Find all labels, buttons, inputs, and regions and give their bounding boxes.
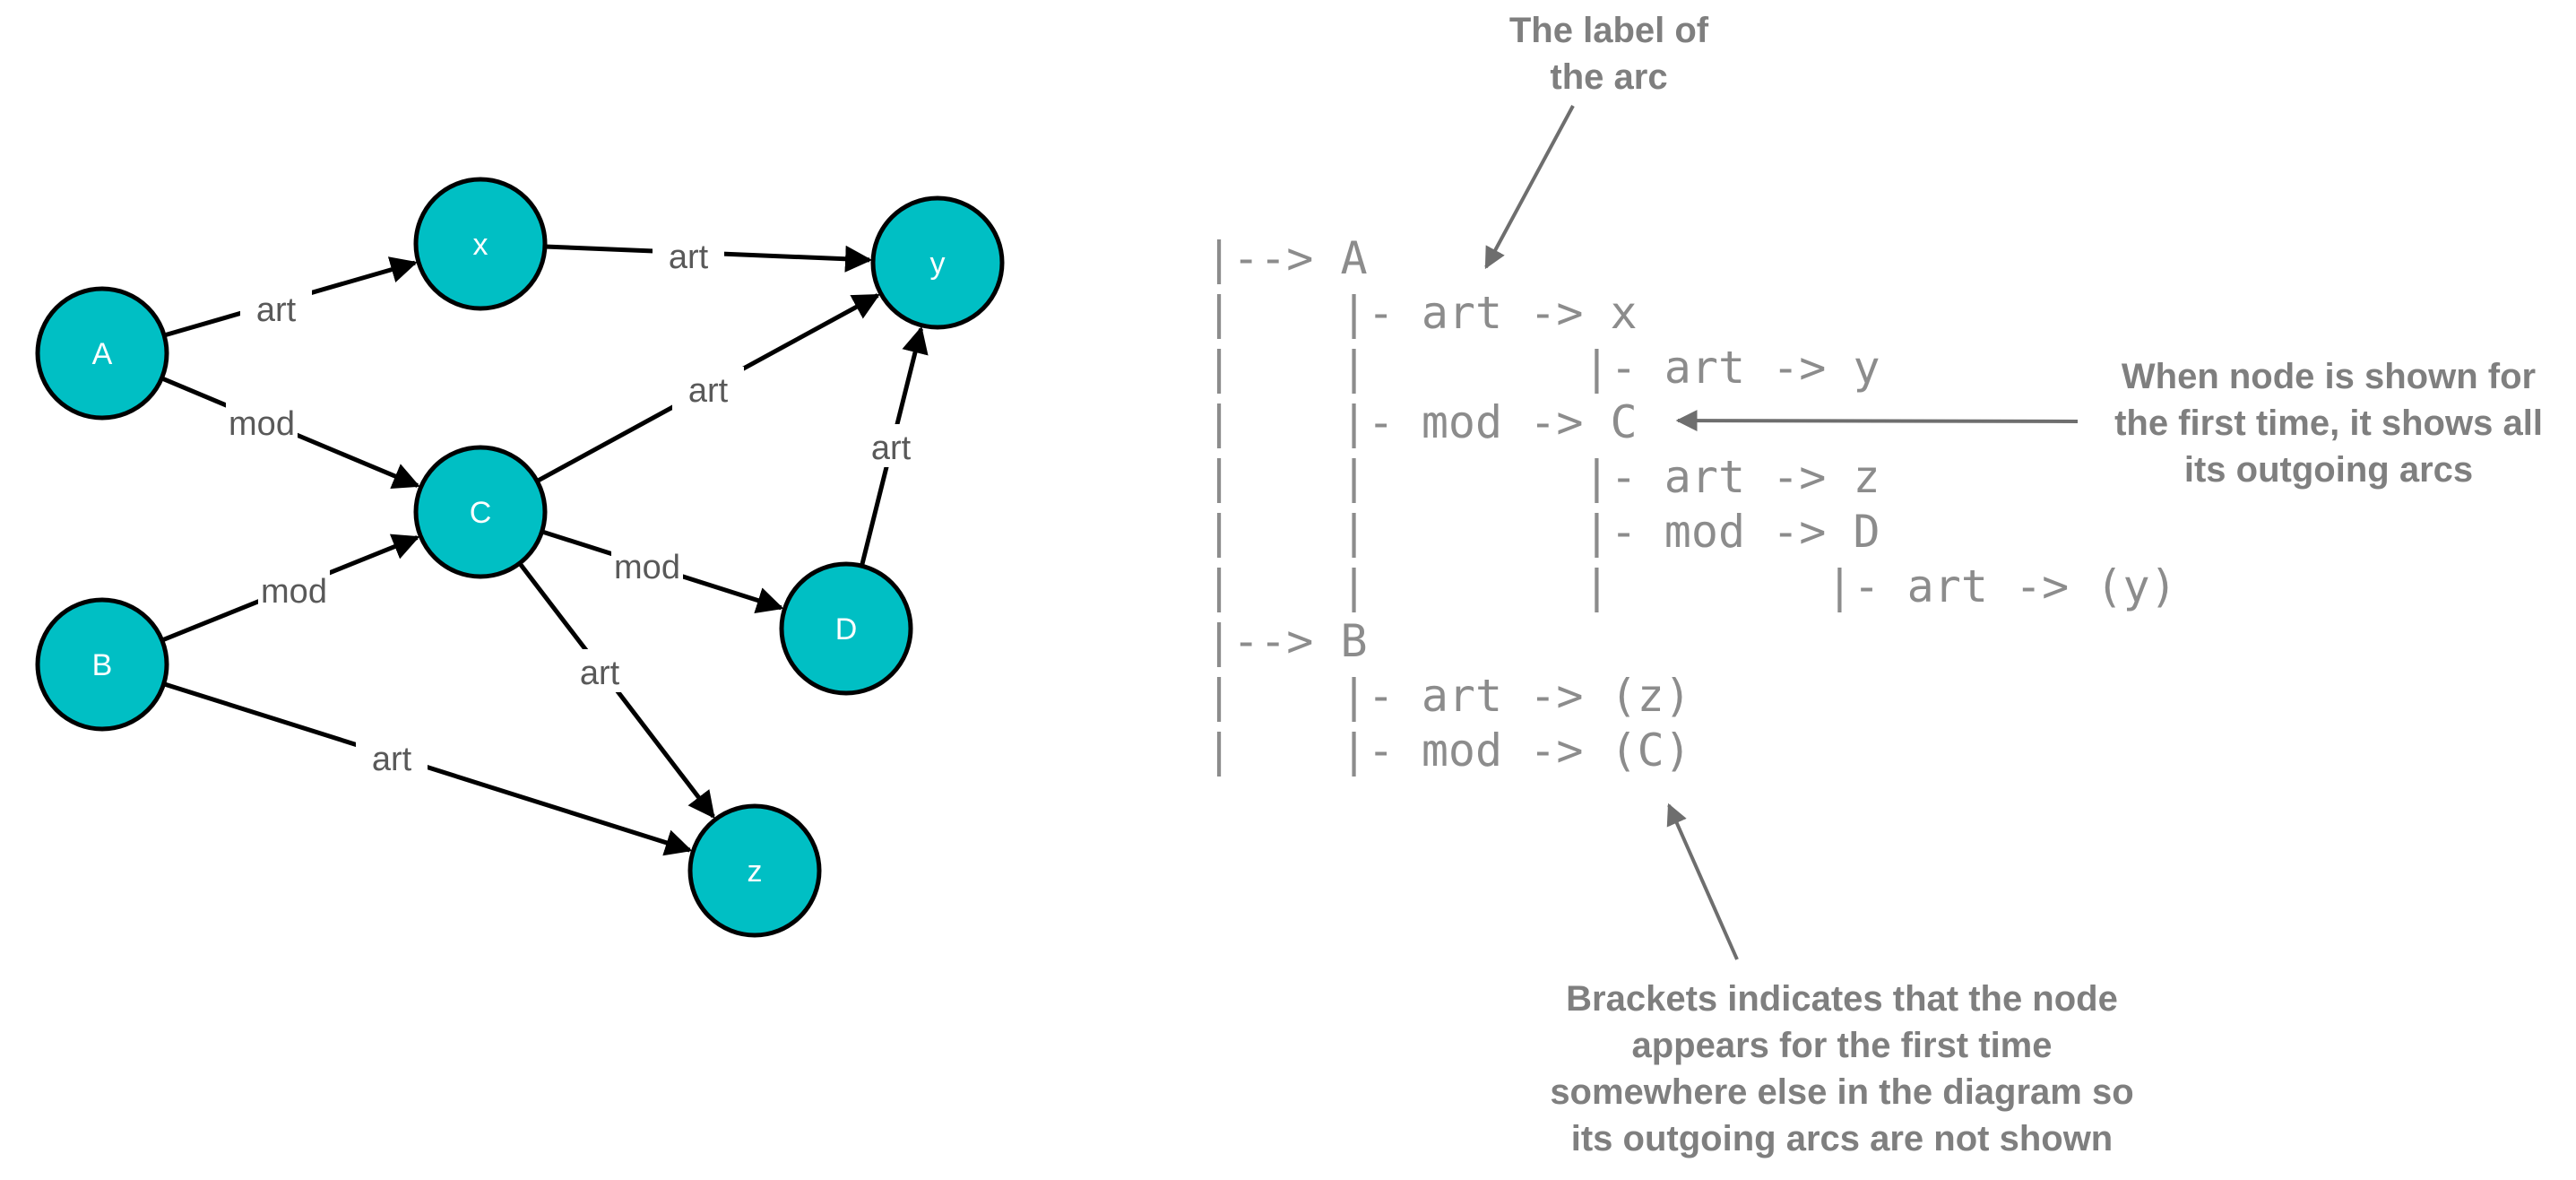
edge-label-D-y: art (871, 429, 912, 467)
node-x (413, 177, 548, 311)
brackets-note-line: somewhere else in the diagram so (1550, 1072, 2133, 1112)
graph-nodes: Ax yC B Dz (35, 177, 1005, 938)
tree-line: | |- mod -> (C) (1206, 724, 1691, 777)
edge-label-C-y: art (688, 372, 729, 410)
graph-edge-labels: art art mod art art mod mod art art (226, 233, 927, 778)
edge-label-background (564, 649, 635, 692)
label-note: The label of the arc (1484, 11, 1709, 270)
node-label-z: z (748, 855, 763, 889)
edge-label-B-z: art (372, 741, 412, 778)
graph-edges (160, 244, 929, 856)
edge-label-C-D: mod (614, 549, 680, 586)
annotations: The label of the arc When node is shown … (1484, 11, 2543, 1158)
edge-label-background (258, 568, 330, 611)
brackets-note-line: Brackets indicates that the node (1566, 979, 2118, 1019)
edge-label-background (356, 735, 428, 778)
tree-line: | |- mod -> C (1206, 396, 1638, 448)
tree-line: | | |- art -> z (1206, 451, 1880, 503)
tree-line: | |- art -> x (1206, 287, 1638, 339)
tree-line: | | |- mod -> D (1206, 506, 1880, 558)
node-label-C: C (470, 496, 492, 530)
node-label-A: A (92, 337, 113, 371)
node-label-B: B (92, 648, 113, 682)
edge-label-background (226, 400, 298, 443)
edge-label-x-y: art (669, 239, 709, 276)
node-y (870, 195, 1005, 330)
edge-label-background (672, 367, 744, 410)
brackets-note-line: its outgoing arcs are not shown (1571, 1119, 2114, 1158)
edge-label-A-C: mod (229, 405, 295, 443)
edge-label-background (240, 286, 312, 329)
edge-label-background (653, 233, 724, 276)
tree-listing: |--> A | |- art -> x | | |- art -> y | |… (1206, 232, 2177, 777)
edge-label-B-C: mod (261, 573, 327, 611)
edge-label-background (855, 424, 927, 467)
first-time-note-line: the first time, it shows all (2114, 403, 2543, 443)
tree-line: | | |- art -> y (1206, 342, 1880, 394)
label-note-arrow (1484, 105, 1575, 270)
first-time-note-line: When node is shown for (2122, 357, 2536, 396)
first-time-note: When node is shown for the first time, i… (1675, 357, 2543, 490)
brackets-note-arrow (1666, 803, 1739, 960)
edge-label-background (611, 543, 683, 586)
node-C (413, 445, 548, 579)
brackets-note: Brackets indicates that the node appears… (1550, 803, 2134, 1158)
label-note-line: the arc (1550, 57, 1667, 97)
tree-line: | | | |- art -> (y) (1206, 560, 2177, 612)
first-time-note-line: its outgoing arcs (2184, 450, 2473, 490)
brackets-note-line: appears for the first time (1631, 1026, 2052, 1065)
node-label-x: x (473, 228, 488, 262)
tree-line: | |- art -> (z) (1206, 670, 1691, 722)
node-label-D: D (835, 612, 858, 646)
graph-diagram: art art mod art art mod mod art art Ax yC B Dz (35, 177, 1005, 938)
edge-label-A-x: art (256, 291, 297, 329)
tree-line: |--> A (1206, 232, 1368, 284)
tree-line: |--> B (1206, 615, 1368, 667)
node-B (35, 597, 169, 732)
node-label-y: y (930, 247, 946, 281)
edge-label-C-z: art (580, 655, 620, 692)
node-D (779, 561, 913, 696)
node-A (35, 286, 169, 421)
label-note-line: The label of (1509, 11, 1709, 50)
node-z (687, 803, 822, 938)
